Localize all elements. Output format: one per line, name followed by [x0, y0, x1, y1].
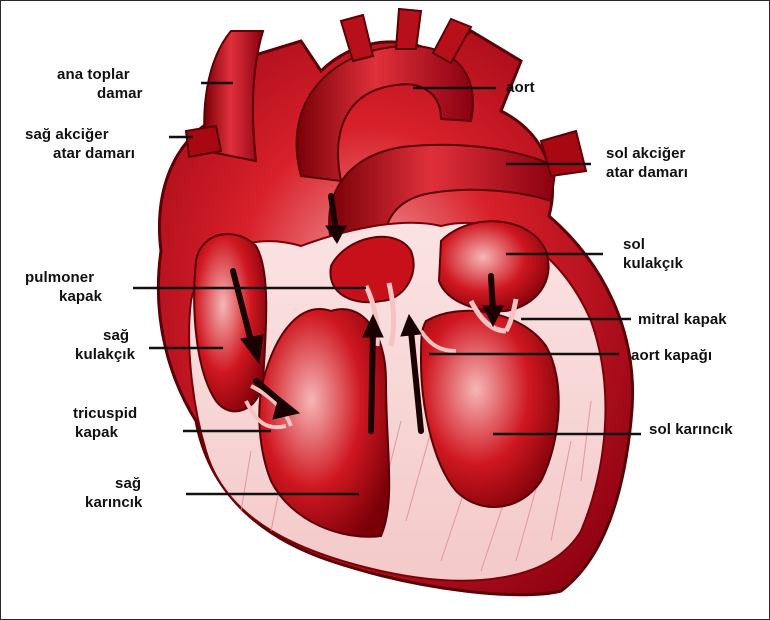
label-line: ana toplar — [57, 65, 143, 84]
label-aort: aort — [506, 78, 535, 97]
arrow-rv-up — [371, 331, 373, 431]
label-line: damar — [57, 84, 143, 103]
label-sol-kulakcik: sol kulakçık — [623, 235, 683, 273]
label-sag-kulakcik: sağ kulakçık — [75, 326, 135, 364]
label-line: atar damarı — [606, 163, 688, 182]
label-mitral-kapak: mitral kapak — [638, 310, 727, 329]
label-line: sağ — [85, 474, 143, 493]
label-ana-toplar-damar: ana toplar damar — [57, 65, 143, 103]
label-line: kulakçık — [75, 345, 135, 364]
label-sol-karincik: sol karıncık — [649, 420, 733, 439]
label-line: mitral kapak — [638, 310, 727, 329]
label-sag-karincik: sağ karıncık — [85, 474, 143, 512]
label-line: karıncık — [85, 493, 143, 512]
label-line: sağ — [75, 326, 135, 345]
label-tricuspid-kapak: tricuspid kapak — [73, 404, 137, 442]
label-line: aort — [506, 78, 535, 97]
label-line: kapak — [73, 423, 137, 442]
label-line: atar damarı — [25, 144, 135, 163]
label-line: sol karıncık — [649, 420, 733, 439]
aorta-branch-2 — [396, 9, 421, 49]
label-line: tricuspid — [73, 404, 137, 423]
label-pulmoner-kapak: pulmoner kapak — [25, 268, 102, 306]
label-sol-akciger-atar-damari: sol akciğer atar damarı — [606, 144, 688, 182]
label-line: aort kapağı — [631, 346, 712, 365]
label-aort-kapagi: aort kapağı — [631, 346, 712, 365]
right-pulmonary-stub — [186, 126, 221, 157]
label-sag-akciger-atar-damari: sağ akciğer atar damarı — [25, 125, 135, 163]
label-line: pulmoner — [25, 268, 102, 287]
label-line: kulakçık — [623, 254, 683, 273]
label-line: kapak — [25, 287, 102, 306]
label-line: sol — [623, 235, 683, 254]
label-line: sağ akciğer — [25, 125, 135, 144]
label-line: sol akciğer — [606, 144, 688, 163]
